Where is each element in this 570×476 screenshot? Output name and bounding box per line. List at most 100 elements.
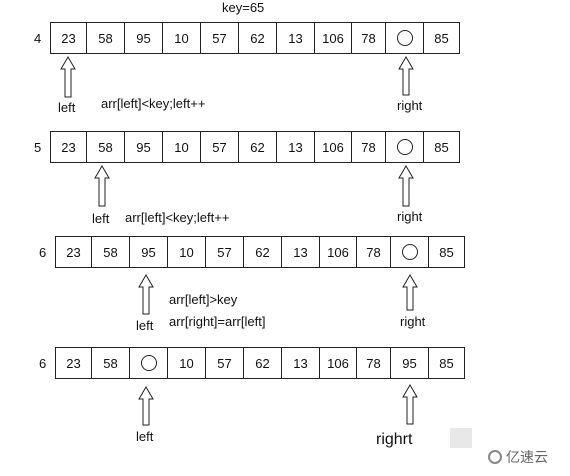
empty-slot-circle	[396, 30, 413, 46]
left-pointer-label: left	[136, 318, 154, 333]
array-cell: 62	[243, 347, 282, 379]
array-cell: 13	[276, 131, 315, 163]
array-cell: 78	[356, 236, 391, 268]
array-cell: 95	[129, 236, 168, 268]
array-cell: 13	[281, 236, 320, 268]
cell-value: 85	[434, 139, 449, 155]
array-cell: 57	[205, 347, 244, 379]
array-cell: 58	[86, 22, 125, 54]
cell-value: 85	[439, 355, 454, 371]
cell-value: 13	[288, 30, 303, 46]
cell-value: 10	[179, 244, 194, 260]
step-note: arr[right]=arr[left]	[169, 314, 266, 329]
cell-value: 58	[98, 30, 113, 46]
step-note: arr[left]<key;left++	[125, 210, 230, 225]
array-cell: 85	[428, 236, 465, 268]
step-number: 5	[34, 140, 42, 155]
cell-value: 13	[293, 244, 308, 260]
right-pointer-arrow	[402, 274, 418, 311]
array-cell: 23	[50, 22, 87, 54]
array-cell: 106	[319, 347, 357, 379]
cell-value: 95	[136, 139, 151, 155]
right-pointer-arrow	[402, 384, 418, 425]
array-cell: 95	[124, 131, 163, 163]
empty-slot-circle	[396, 139, 413, 155]
step-number: 4	[34, 31, 42, 46]
cell-value: 78	[366, 244, 381, 260]
array-cell: 106	[314, 22, 352, 54]
cell-value: 57	[212, 30, 227, 46]
array-cell: 58	[91, 347, 130, 379]
array-cell	[129, 347, 168, 379]
array-cell: 10	[167, 347, 206, 379]
step-note: arr[left]<key;left++	[101, 96, 206, 111]
right-pointer-label: right	[397, 98, 423, 113]
array-cell: 106	[319, 236, 357, 268]
array-cell	[385, 131, 424, 163]
cell-value: 106	[327, 355, 349, 371]
left-pointer-label: left	[92, 211, 110, 226]
left-pointer-label: left	[136, 429, 154, 444]
cell-value: 106	[322, 30, 344, 46]
right-pointer-label: righrt	[376, 431, 413, 448]
cell-value: 57	[217, 244, 232, 260]
cell-value: 13	[293, 355, 308, 371]
watermark-logo	[488, 450, 502, 464]
left-pointer-arrow	[138, 386, 154, 426]
array-cell: 57	[200, 131, 239, 163]
right-pointer-label: right	[397, 209, 423, 224]
array-cell: 58	[86, 131, 125, 163]
cell-value: 78	[361, 30, 376, 46]
array-cell: 23	[55, 236, 92, 268]
array-cell: 85	[423, 22, 460, 54]
cell-value: 58	[103, 244, 118, 260]
cell-value: 62	[250, 139, 265, 155]
cell-value: 106	[322, 139, 344, 155]
cell-value: 62	[250, 30, 265, 46]
array-cell: 95	[124, 22, 163, 54]
array-cell: 62	[243, 236, 282, 268]
cell-value: 13	[288, 139, 303, 155]
cell-value: 62	[255, 355, 270, 371]
array-cell: 13	[276, 22, 315, 54]
cell-value: 10	[179, 355, 194, 371]
step-note: arr[left]>key	[169, 292, 238, 307]
cell-value: 57	[212, 139, 227, 155]
array-cell: 58	[91, 236, 130, 268]
left-pointer-arrow	[94, 165, 110, 207]
left-pointer-arrow	[60, 56, 76, 98]
cell-value: 10	[174, 139, 189, 155]
array-cell: 78	[351, 131, 386, 163]
left-pointer-label: left	[58, 100, 76, 115]
array-cell: 85	[428, 347, 465, 379]
array-cell: 85	[423, 131, 460, 163]
cell-value: 23	[61, 139, 76, 155]
array-cell	[390, 236, 429, 268]
right-pointer-label: right	[400, 314, 426, 329]
step-number: 6	[39, 356, 47, 371]
array-cell: 13	[281, 347, 320, 379]
array-cell: 95	[390, 347, 429, 379]
empty-slot-circle	[140, 355, 157, 371]
watermark-text: 亿速云	[506, 449, 548, 465]
array-cell: 10	[162, 22, 201, 54]
cell-value: 57	[217, 355, 232, 371]
cell-value: 23	[66, 355, 81, 371]
array-cell: 62	[238, 22, 277, 54]
cell-value: 78	[366, 355, 381, 371]
cell-value: 10	[174, 30, 189, 46]
array-cell: 10	[162, 131, 201, 163]
array-cell: 57	[205, 236, 244, 268]
array-cell: 57	[200, 22, 239, 54]
cell-value: 95	[402, 355, 417, 371]
key-label: key=65	[222, 0, 265, 15]
left-pointer-arrow	[138, 274, 154, 315]
cell-value: 62	[255, 244, 270, 260]
cell-value: 106	[327, 244, 349, 260]
right-pointer-arrow	[398, 56, 414, 96]
array-cell: 106	[314, 131, 352, 163]
right-pointer-arrow	[398, 165, 414, 207]
cell-value: 58	[98, 139, 113, 155]
